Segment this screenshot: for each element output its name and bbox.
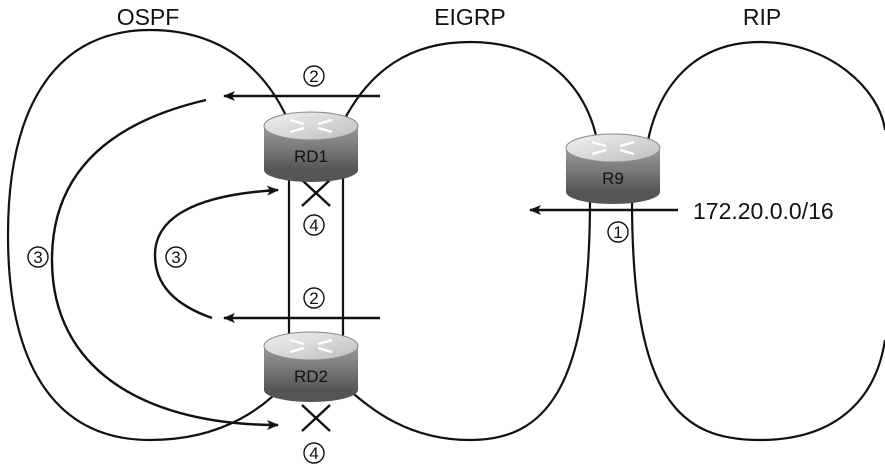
router-r9-label: R9 (602, 169, 624, 188)
step-marker-3-inner: 3 (165, 246, 187, 268)
step-marker-2-bottom: 2 (303, 287, 325, 309)
ospf-domain-label: OSPF (117, 4, 180, 30)
router-arrows-icon (591, 140, 635, 156)
svg-text:4: 4 (309, 216, 318, 235)
router-rd1[interactable]: RD1 (263, 111, 359, 182)
eigrp-domain-boundary (342, 40, 602, 442)
step-marker-3-outer: 3 (27, 246, 49, 268)
ospf-domain-boundary (6, 28, 294, 442)
router-r9[interactable]: R9 (565, 133, 661, 204)
svg-text:4: 4 (309, 444, 318, 463)
svg-text:3: 3 (171, 248, 180, 267)
step-marker-2-top: 2 (303, 65, 325, 87)
step-marker-4-bottom: 4 (303, 442, 325, 464)
router-rd2-label: RD2 (294, 367, 328, 386)
step-marker-1: 1 (607, 221, 629, 243)
svg-text:2: 2 (309, 289, 318, 308)
blocked-x-mark-bottom (301, 404, 331, 432)
blocked-x-mark-mid (301, 179, 331, 207)
svg-text:1: 1 (613, 223, 622, 242)
step-marker-4-mid: 4 (303, 214, 325, 236)
network-prefix-label: 172.20.0.0/16 (693, 198, 834, 224)
svg-text:3: 3 (33, 248, 42, 267)
rip-domain-label: RIP (743, 4, 781, 30)
arrow-step3-outer (50, 98, 279, 430)
arrow-step3-inner (153, 185, 279, 320)
rip-domain-boundary (630, 40, 885, 442)
router-arrows-icon (289, 118, 333, 134)
eigrp-domain-label: EIGRP (434, 4, 506, 30)
svg-text:2: 2 (309, 67, 318, 86)
router-arrows-icon (289, 338, 333, 354)
router-rd2[interactable]: RD2 (263, 331, 359, 402)
router-rd1-label: RD1 (294, 147, 328, 166)
